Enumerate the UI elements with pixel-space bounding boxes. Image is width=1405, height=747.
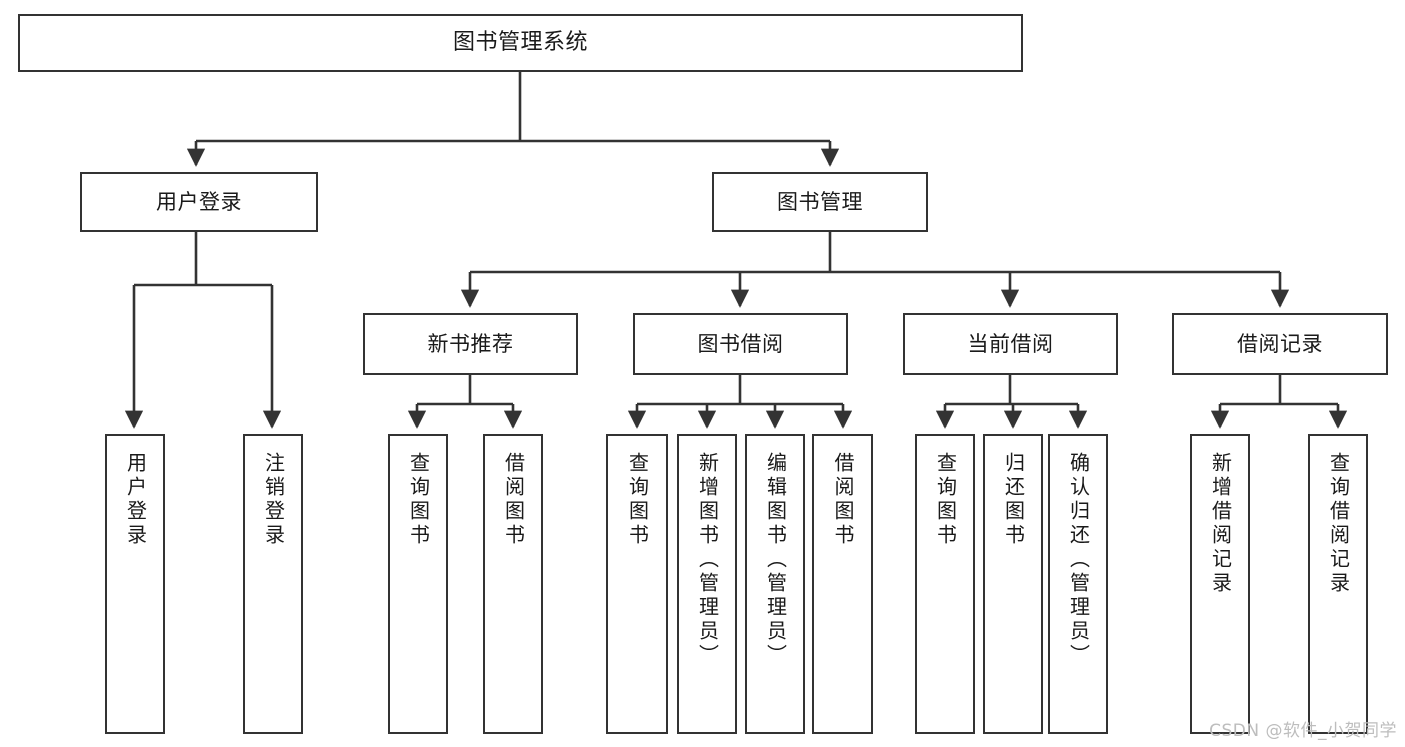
node-book-management[interactable]: 图书管理 (712, 172, 928, 232)
leaf-return-book[interactable]: 归还图书 (983, 434, 1043, 734)
leaf-query-borrow-record-label: 查询借阅记录 (1326, 452, 1351, 596)
leaf-add-borrow-record[interactable]: 新增借阅记录 (1190, 434, 1250, 734)
node-current-borrow[interactable]: 当前借阅 (903, 313, 1118, 375)
node-new-book-recommend-label: 新书推荐 (427, 331, 514, 356)
leaf-return-book-label: 归还图书 (1001, 452, 1026, 548)
node-root-label: 图书管理系统 (452, 30, 588, 56)
node-borrow-records-label: 借阅记录 (1237, 331, 1323, 356)
leaf-borrow-book-recommend-label: 借阅图书 (501, 452, 526, 548)
leaf-borrow-book-label: 借阅图书 (831, 452, 855, 548)
leaf-query-book-current[interactable]: 查询图书 (915, 434, 975, 734)
node-current-borrow-label: 当前借阅 (967, 331, 1054, 356)
leaf-query-book-borrow-label: 查询图书 (625, 452, 650, 548)
node-user-login-label: 用户登录 (156, 189, 242, 214)
node-borrow-records[interactable]: 借阅记录 (1172, 313, 1388, 375)
node-book-management-label: 图书管理 (777, 189, 863, 214)
watermark: CSDN @软件_小贺同学 (1209, 721, 1397, 741)
leaf-query-book-borrow[interactable]: 查询图书 (606, 434, 668, 734)
node-book-borrow-label: 图书借阅 (697, 331, 784, 356)
leaf-query-book-recommend-label: 查询图书 (406, 452, 431, 548)
leaf-user-login-label: 用户登录 (123, 452, 148, 548)
leaf-add-borrow-record-label: 新增借阅记录 (1208, 452, 1233, 596)
node-user-login[interactable]: 用户登录 (80, 172, 318, 232)
leaf-confirm-return-admin[interactable]: 确认归还（管理员） (1048, 434, 1108, 734)
node-new-book-recommend[interactable]: 新书推荐 (363, 313, 578, 375)
leaf-query-book-recommend[interactable]: 查询图书 (388, 434, 448, 734)
leaf-borrow-book-recommend[interactable]: 借阅图书 (483, 434, 543, 734)
leaf-user-login[interactable]: 用户登录 (105, 434, 165, 734)
leaf-edit-book-admin-label: 编辑图书（管理员） (763, 452, 788, 668)
leaf-add-book-admin-label: 新增图书（管理员） (695, 452, 720, 668)
leaf-edit-book-admin[interactable]: 编辑图书（管理员） (745, 434, 805, 734)
leaf-query-book-current-label: 查询图书 (933, 452, 958, 548)
leaf-logout[interactable]: 注销登录 (243, 434, 303, 734)
node-book-borrow[interactable]: 图书借阅 (633, 313, 848, 375)
leaf-add-book-admin[interactable]: 新增图书（管理员） (677, 434, 737, 734)
leaf-confirm-return-admin-label: 确认归还（管理员） (1066, 452, 1091, 668)
leaf-query-borrow-record[interactable]: 查询借阅记录 (1308, 434, 1368, 734)
leaf-borrow-book[interactable]: 借阅图书 (812, 434, 873, 734)
node-root[interactable]: 图书管理系统 (18, 14, 1023, 72)
leaf-logout-label: 注销登录 (261, 452, 286, 548)
